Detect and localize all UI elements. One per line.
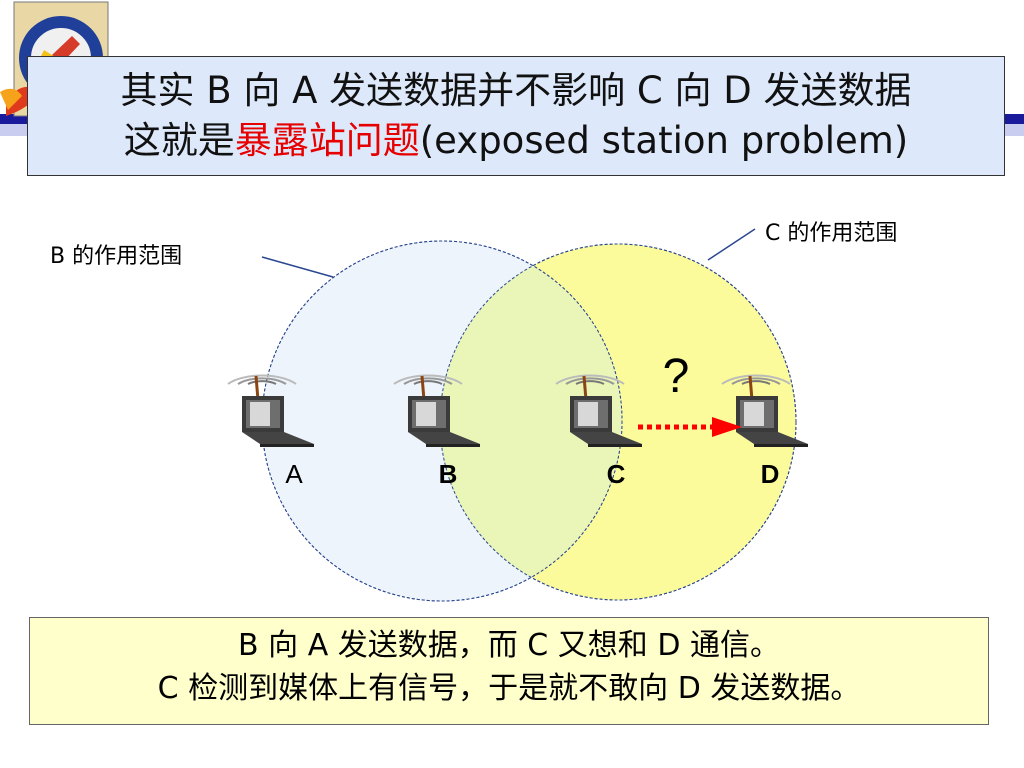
bottom-text-box: B 向 A 发送数据，而 C 又想和 D 通信。 C 检测到媒体上有信号，于是就…	[29, 617, 989, 725]
title-line-1: 其实 B 向 A 发送数据并不影响 C 向 D 发送数据	[120, 69, 912, 112]
title-line-2-suffix: (exposed station problem)	[419, 119, 909, 162]
bottom-text-line-1: B 向 A 发送数据，而 C 又想和 D 通信。	[238, 628, 780, 663]
overlap-region	[440, 244, 622, 600]
range-b-label: B 的作用范围	[50, 244, 182, 269]
dotted-arrow-icon	[638, 417, 742, 437]
range-c-pointer	[707, 228, 756, 261]
range-c-outline	[439, 243, 797, 601]
question-mark: ?	[663, 350, 690, 403]
station-label-a: A	[285, 459, 303, 489]
title-highlight: 暴露站问题	[234, 119, 420, 162]
station-label-d: D	[761, 459, 780, 489]
title-box: 其实 B 向 A 发送数据并不影响 C 向 D 发送数据 这就是暴露站问题(ex…	[27, 56, 1005, 176]
title-line-2: 这就是暴露站问题(exposed station problem)	[28, 119, 1004, 163]
exposed-station-diagram: B 的作用范围 C 的作用范围 A B C D ?	[50, 221, 897, 602]
station-label-b: B	[439, 459, 458, 489]
range-b-pointer	[261, 256, 334, 278]
range-c-label: C 的作用范围	[765, 221, 897, 246]
title-line-2-prefix: 这就是	[123, 119, 235, 162]
station-label-c: C	[607, 459, 626, 489]
bottom-text-line-2: C 检测到媒体上有信号，于是就不敢向 D 发送数据。	[157, 671, 861, 706]
